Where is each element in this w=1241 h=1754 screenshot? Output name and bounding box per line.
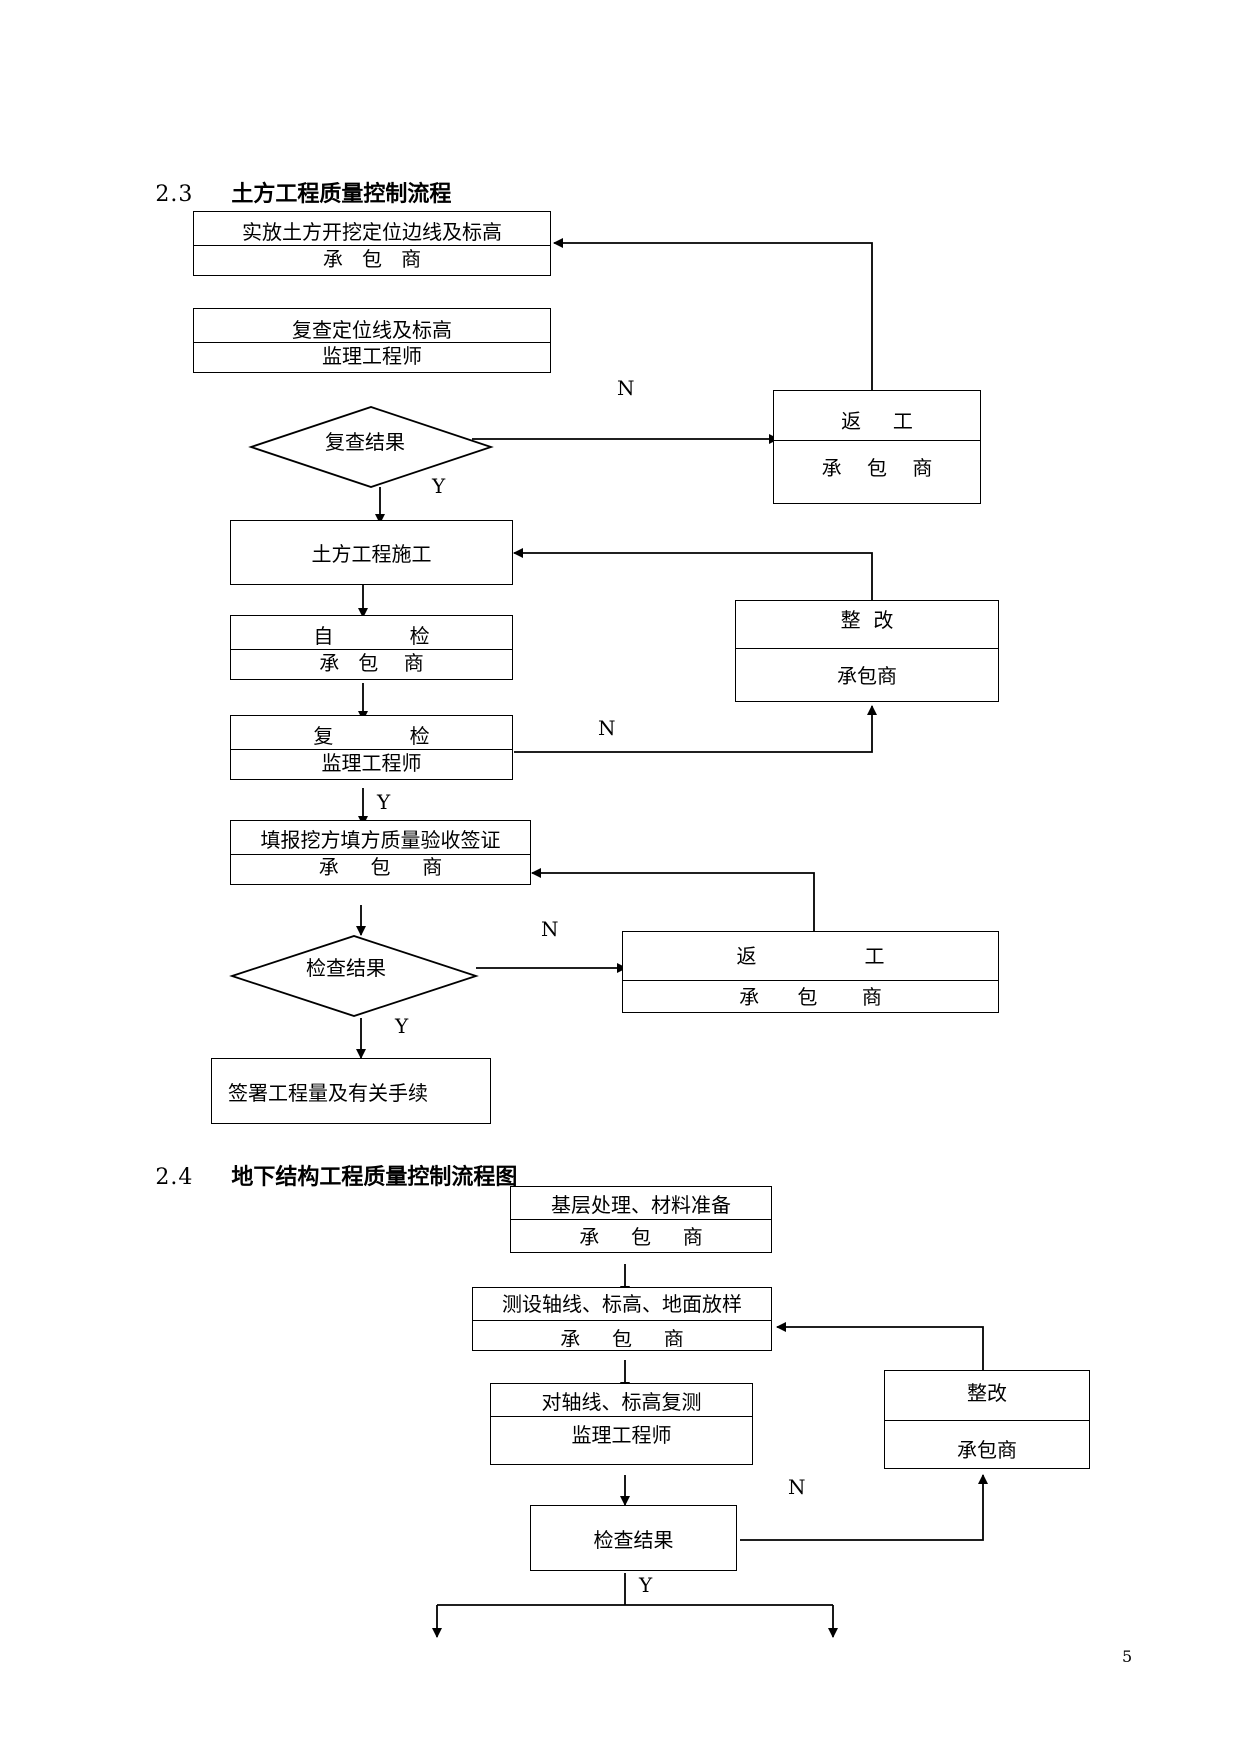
- rework-party: 承 包 商: [821, 456, 933, 480]
- section-title: 地下结构工程质量控制流程图: [231, 1164, 518, 1190]
- earthwork-construction-box: 土方工程施工: [230, 520, 513, 585]
- inspection-result-box: 检查结果: [530, 1505, 737, 1571]
- self-inspection-party: 承 包 商: [319, 651, 424, 675]
- acceptance-certificate-box: 填报挖方填方质量验收签证 承 包 商: [230, 820, 531, 885]
- box-divider: [231, 649, 512, 650]
- acceptance-certificate-task: 填报挖方填方质量验收签证: [260, 828, 501, 852]
- yes-label: Y: [432, 474, 446, 498]
- axis-recheck-task: 对轴线、标高复测: [541, 1390, 702, 1414]
- rectify-box-2: 整改 承包商: [884, 1370, 1090, 1469]
- box-divider: [511, 1219, 771, 1220]
- base-treatment-box: 基层处理、材料准备 承 包 商: [510, 1186, 772, 1253]
- stakeout-box: 实放土方开挖定位边线及标高 承 包 商: [193, 211, 551, 276]
- no-label: N: [617, 376, 635, 400]
- rework-task: 返 工: [736, 944, 885, 968]
- axis-setting-task: 测设轴线、标高、地面放样: [502, 1292, 742, 1316]
- rectify-task: 整 改: [840, 608, 894, 632]
- rectify-task: 整改: [967, 1381, 1007, 1405]
- yes-label: Y: [395, 1014, 409, 1038]
- stakeout-task: 实放土方开挖定位边线及标高: [242, 220, 502, 244]
- box-divider: [473, 1320, 771, 1321]
- rework-party: 承 包 商: [739, 985, 882, 1009]
- box-divider: [194, 342, 550, 343]
- sign-quantities-box: 签署工程量及有关手续: [211, 1058, 491, 1124]
- reinspection-box: 复 检 监理工程师: [230, 715, 513, 780]
- base-treatment-party: 承 包 商: [579, 1225, 703, 1249]
- section-number: 2.4: [155, 1165, 194, 1190]
- axis-setting-box: 测设轴线、标高、地面放样 承 包 商: [472, 1287, 772, 1351]
- yes-label: Y: [377, 790, 391, 814]
- box-divider: [623, 980, 998, 981]
- yes-label: Y: [639, 1573, 653, 1597]
- inspection-result-diamond: 检查结果: [306, 956, 386, 980]
- rectify-box-1: 整 改 承包商: [735, 600, 999, 702]
- rectify-party: 承包商: [957, 1438, 1017, 1462]
- rework-box-2: 返 工 承 包 商: [622, 931, 999, 1013]
- box-divider: [194, 245, 550, 246]
- section-heading-2-4: 2.4 地下结构工程质量控制流程图: [140, 1133, 517, 1191]
- no-label: N: [598, 716, 616, 740]
- recheck-position-party: 监理工程师: [322, 344, 422, 368]
- section-heading-2-3: 2.3 土方工程质量控制流程: [140, 150, 451, 208]
- box-divider: [736, 648, 998, 649]
- box-divider: [885, 1420, 1089, 1421]
- axis-setting-party: 承 包 商: [560, 1329, 684, 1347]
- acceptance-certificate-party: 承 包 商: [318, 855, 443, 879]
- box-divider: [774, 440, 980, 441]
- section-title: 土方工程质量控制流程: [231, 181, 452, 207]
- section-number: 2.3: [155, 182, 194, 207]
- rectify-party: 承包商: [837, 664, 897, 688]
- no-label: N: [541, 917, 559, 941]
- self-inspection-task: 自 检: [313, 624, 430, 648]
- page-number: 5: [1122, 1647, 1133, 1666]
- stakeout-party: 承 包 商: [322, 247, 422, 271]
- box-divider: [231, 854, 530, 855]
- recheck-position-box: 复查定位线及标高 监理工程师: [193, 308, 551, 373]
- reinspection-task: 复 检: [313, 724, 430, 748]
- box-divider: [491, 1416, 752, 1417]
- no-label: N: [788, 1475, 806, 1499]
- recheck-position-task: 复查定位线及标高: [292, 318, 452, 342]
- reinspection-party: 监理工程师: [321, 751, 422, 775]
- axis-recheck-box: 对轴线、标高复测 监理工程师: [490, 1383, 753, 1465]
- axis-recheck-party: 监理工程师: [571, 1423, 672, 1447]
- rework-box-1: 返 工 承 包 商: [773, 390, 981, 504]
- box-divider: [231, 749, 512, 750]
- self-inspection-box: 自 检 承 包 商: [230, 615, 513, 680]
- base-treatment-task: 基层处理、材料准备: [551, 1193, 731, 1217]
- recheck-result-diamond: 复查结果: [325, 430, 405, 454]
- rework-task: 返 工: [841, 409, 913, 433]
